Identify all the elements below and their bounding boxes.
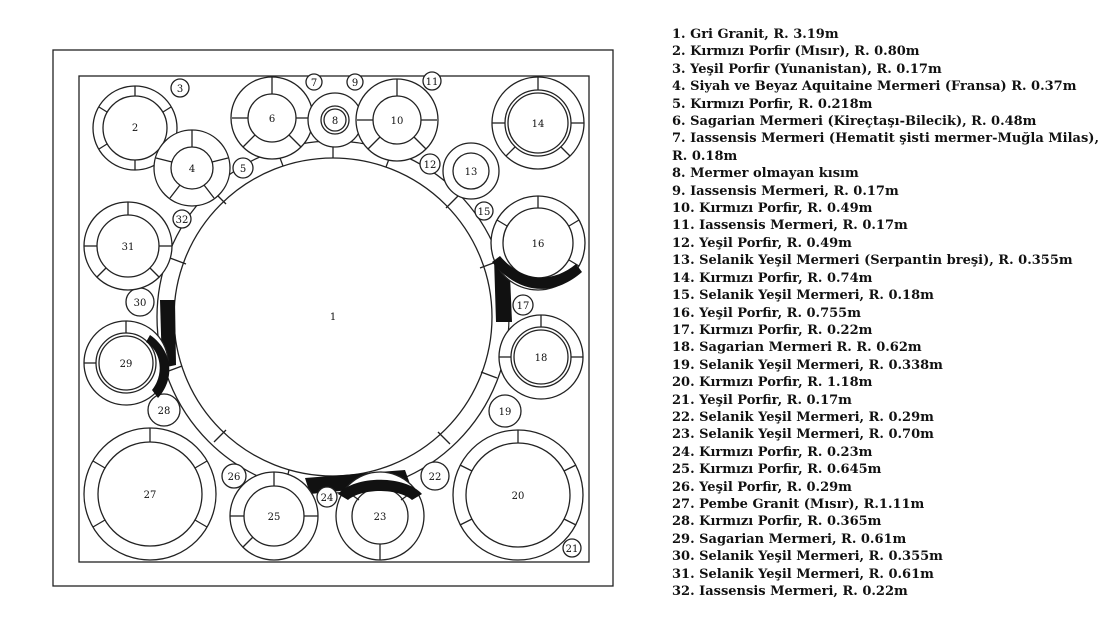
outer-frame: [52, 49, 614, 587]
label-26: 26: [228, 472, 241, 483]
label-10: 10: [391, 116, 404, 127]
label-22: 22: [429, 472, 442, 483]
medallion-22: [420, 461, 450, 491]
medallion-14: [491, 76, 585, 170]
medallion-3: [170, 78, 190, 98]
legend-item-8: 8. Mermer olmayan kısım: [672, 166, 859, 182]
medallion-28: [147, 393, 181, 427]
label-18: 18: [535, 353, 548, 364]
legend-item-25: 25. Kırmızı Porfir, R. 0.645m: [672, 462, 882, 478]
medallion-26: [221, 463, 247, 489]
label-9: 9: [352, 78, 358, 89]
inner-frame: [78, 75, 590, 563]
medallion-27: [83, 427, 217, 561]
label-4: 4: [189, 164, 195, 175]
medallion-12: [419, 153, 441, 175]
label-30: 30: [134, 298, 147, 309]
legend-item-9: 9. Iassensis Mermeri, R. 0.17m: [672, 183, 899, 199]
medallion-15: [474, 201, 494, 221]
legend-item-11: 11. Iassensis Mermeri, R. 0.17m: [672, 218, 908, 234]
label-31: 31: [122, 242, 135, 253]
medallion-10: [355, 78, 439, 162]
medallion-25: [229, 471, 319, 561]
medallion-17: [512, 294, 534, 316]
label-17: 17: [517, 301, 530, 312]
label-21: 21: [566, 544, 579, 555]
label-6: 6: [269, 114, 275, 125]
medallion-7: [305, 73, 323, 91]
label-19: 19: [499, 407, 512, 418]
floor-plan-diagram: 1 2 3 4 5 6 7 8 9 10 11 12 13 14 15 16 1…: [52, 49, 614, 587]
label-7: 7: [311, 78, 317, 89]
label-14: 14: [532, 119, 545, 130]
label-1: 1: [330, 312, 336, 323]
label-5: 5: [240, 164, 246, 175]
legend-item-2: 2. Kırmızı Porfir (Mısır), R. 0.80m: [672, 44, 920, 60]
legend-item-22: 22. Selanik Yeşil Mermeri, R. 0.29m: [672, 409, 934, 425]
black-band-16: [492, 256, 582, 289]
legend-item-32: 32. Iassensis Mermeri, R. 0.22m: [672, 584, 908, 599]
legend-item-26: 26. Yeşil Porfir, R. 0.29m: [672, 479, 852, 495]
legend-item-20: 20. Kırmızı Porfir, R. 1.18m: [672, 375, 873, 391]
label-16: 16: [532, 239, 545, 250]
medallion-5: [232, 157, 254, 179]
black-band-23: [338, 479, 422, 500]
label-8: 8: [332, 116, 338, 127]
label-23: 23: [374, 512, 387, 523]
legend-item-18: 18. Sagarian Mermeri R. R. 0.62m: [672, 340, 922, 356]
diagram-labels: 1 2 3 4 5 6 7 8 9 10 11 12 13 14 15 16 1…: [120, 77, 579, 555]
legend-item-5: 5. Kırmızı Porfir, R. 0.218m: [672, 96, 873, 112]
legend-item-14: 14. Kırmızı Porfir, R. 0.74m: [672, 270, 873, 286]
medallion-32: [172, 209, 192, 229]
label-3: 3: [177, 84, 183, 95]
legend-item-29: 29. Sagarian Mermeri, R. 0.61m: [672, 531, 907, 547]
legend-item-21: 21. Yeşil Porfir, R. 0.17m: [672, 392, 852, 408]
legend-item-30: 30. Selanik Yeşil Mermeri, R. 0.355m: [672, 549, 943, 565]
legend-item-28: 28. Kırmızı Porfir, R. 0.365m: [672, 514, 882, 530]
medallion-31: [83, 201, 173, 291]
black-band-29: [146, 335, 170, 398]
legend-item-24: 24. Kırmızı Porfir, R. 0.23m: [672, 444, 873, 460]
label-29: 29: [120, 359, 133, 370]
label-27: 27: [144, 490, 157, 501]
label-2: 2: [132, 123, 138, 134]
legend-item-27: 27. Pembe Granit (Mısır), R.1.11m: [672, 496, 925, 512]
medallion-9: [346, 73, 364, 91]
medallion-21: [562, 538, 582, 558]
label-13: 13: [465, 167, 478, 178]
medallion-18: [498, 314, 584, 400]
legend-item-17: 17. Kırmızı Porfir, R. 0.22m: [672, 322, 873, 338]
legend-item-16: 16. Yeşil Porfir, R. 0.755m: [672, 305, 861, 321]
legend-item-4: 4. Siyah ve Beyaz Aquitaine Mermeri (Fra…: [672, 79, 1077, 95]
legend-list: 1. Gri Granit, R. 3.19m 2. Kırmızı Porfi…: [672, 26, 1108, 600]
medallion-20: [452, 429, 584, 561]
medallion-2: [92, 85, 178, 171]
medallion-11: [422, 71, 442, 91]
legend-item-19: 19. Selanik Yeşil Mermeri, R. 0.338m: [672, 357, 943, 373]
label-32: 32: [176, 215, 189, 226]
medallion-8: [307, 92, 363, 148]
legend-item-3: 3. Yeşil Porfir (Yunanistan), R. 0.17m: [672, 61, 942, 77]
legend-item-12: 12. Yeşil Porfir, R. 0.49m: [672, 235, 852, 251]
label-15: 15: [478, 207, 491, 218]
legend-item-7: 7. Iassensis Mermeri (Hematit şisti merm…: [672, 131, 1099, 164]
label-12: 12: [424, 160, 437, 171]
medallion-13: [442, 142, 500, 200]
label-25: 25: [268, 512, 281, 523]
label-28: 28: [158, 406, 171, 417]
legend-item-1: 1. Gri Granit, R. 3.19m: [672, 27, 839, 42]
medallion-6: [230, 76, 314, 160]
legend-item-10: 10. Kırmızı Porfir, R. 0.49m: [672, 201, 873, 217]
medallion-4: [153, 129, 231, 207]
label-20: 20: [512, 491, 525, 502]
label-24: 24: [321, 493, 334, 504]
legend-item-23: 23. Selanik Yeşil Mermeri, R. 0.70m: [672, 427, 934, 443]
legend-item-15: 15. Selanik Yeşil Mermeri, R. 0.18m: [672, 288, 934, 304]
legend-item-6: 6. Sagarian Mermeri (Kireçtaşı-Bilecik),…: [672, 114, 1037, 130]
legend-item-13: 13. Selanik Yeşil Mermeri (Serpantin bre…: [672, 253, 1073, 269]
medallion-19: [488, 394, 522, 428]
medallion-24: [316, 486, 338, 508]
label-11: 11: [426, 77, 439, 88]
legend-item-31: 31. Selanik Yeşil Mermeri, R. 0.61m: [672, 566, 934, 582]
